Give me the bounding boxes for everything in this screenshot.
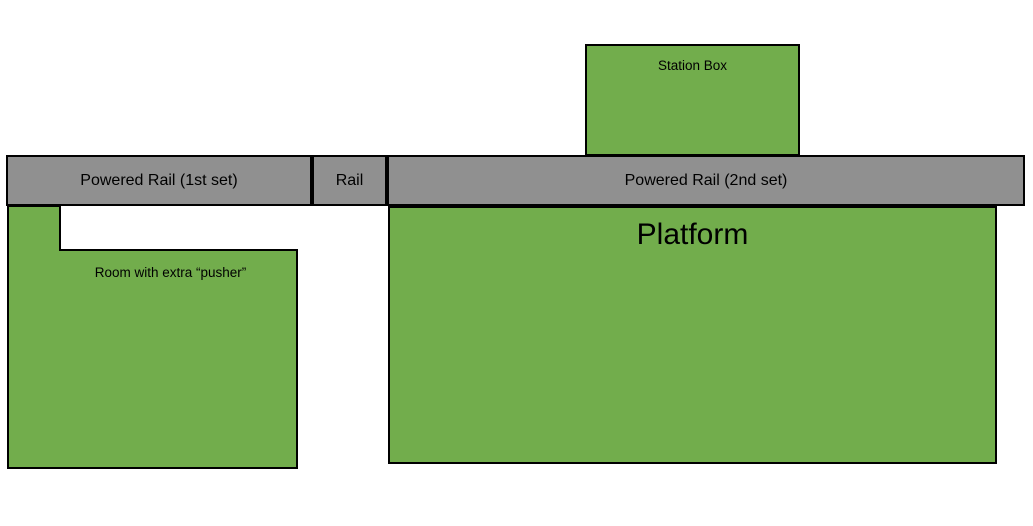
platform-shape[interactable] <box>388 206 997 464</box>
powered-rail-second-set-label: Powered Rail (2nd set) <box>624 171 788 189</box>
powered-rail-first-set-shape[interactable]: Powered Rail (1st set) <box>6 155 312 206</box>
pusher-room-outline <box>7 205 298 469</box>
rail-label: Rail <box>335 171 364 189</box>
platform-label: Platform <box>636 218 749 251</box>
station-box-label: Station Box <box>657 58 728 73</box>
pusher-room-label: Room with extra “pusher” <box>94 265 247 280</box>
powered-rail-second-set-shape[interactable]: Powered Rail (2nd set) <box>387 155 1025 206</box>
powered-rail-first-set-label: Powered Rail (1st set) <box>80 171 238 189</box>
rail-shape[interactable]: Rail <box>312 155 387 206</box>
station-box-shape[interactable] <box>585 44 800 156</box>
pusher-room-shape[interactable] <box>6 204 299 470</box>
